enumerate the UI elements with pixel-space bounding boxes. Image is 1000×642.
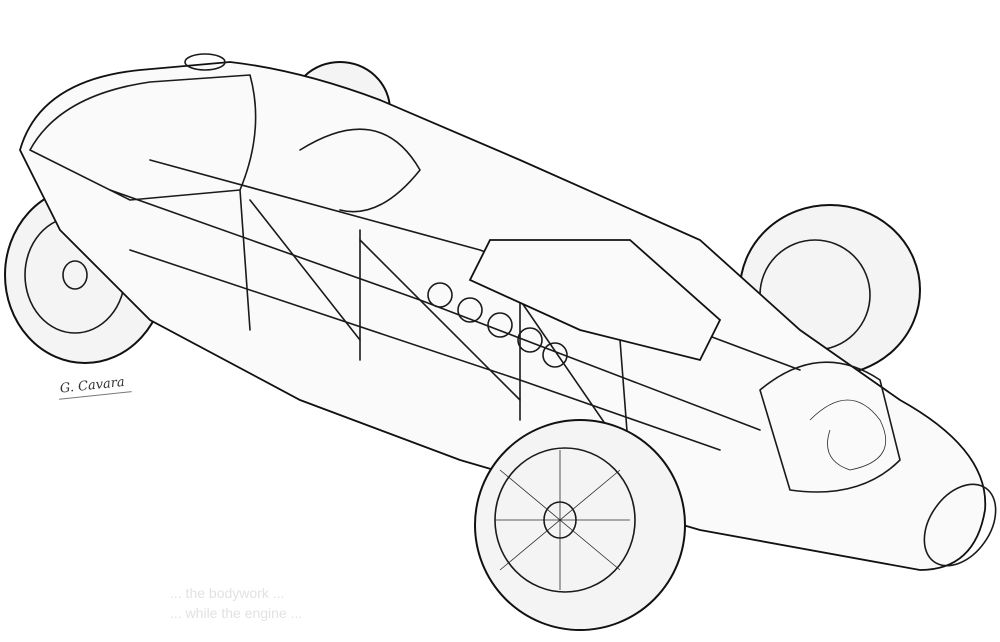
bleed-line: ... the bodywork ...: [170, 585, 285, 601]
bleed-line: ... while the engine ...: [170, 605, 303, 621]
front-left-wheel: [474, 419, 686, 631]
nose-radiator: [759, 361, 997, 567]
bleed-through-text: ... the bodywork ... ... while the engin…: [170, 583, 302, 623]
engine: [427, 239, 722, 368]
fuel-tank: [29, 53, 257, 201]
